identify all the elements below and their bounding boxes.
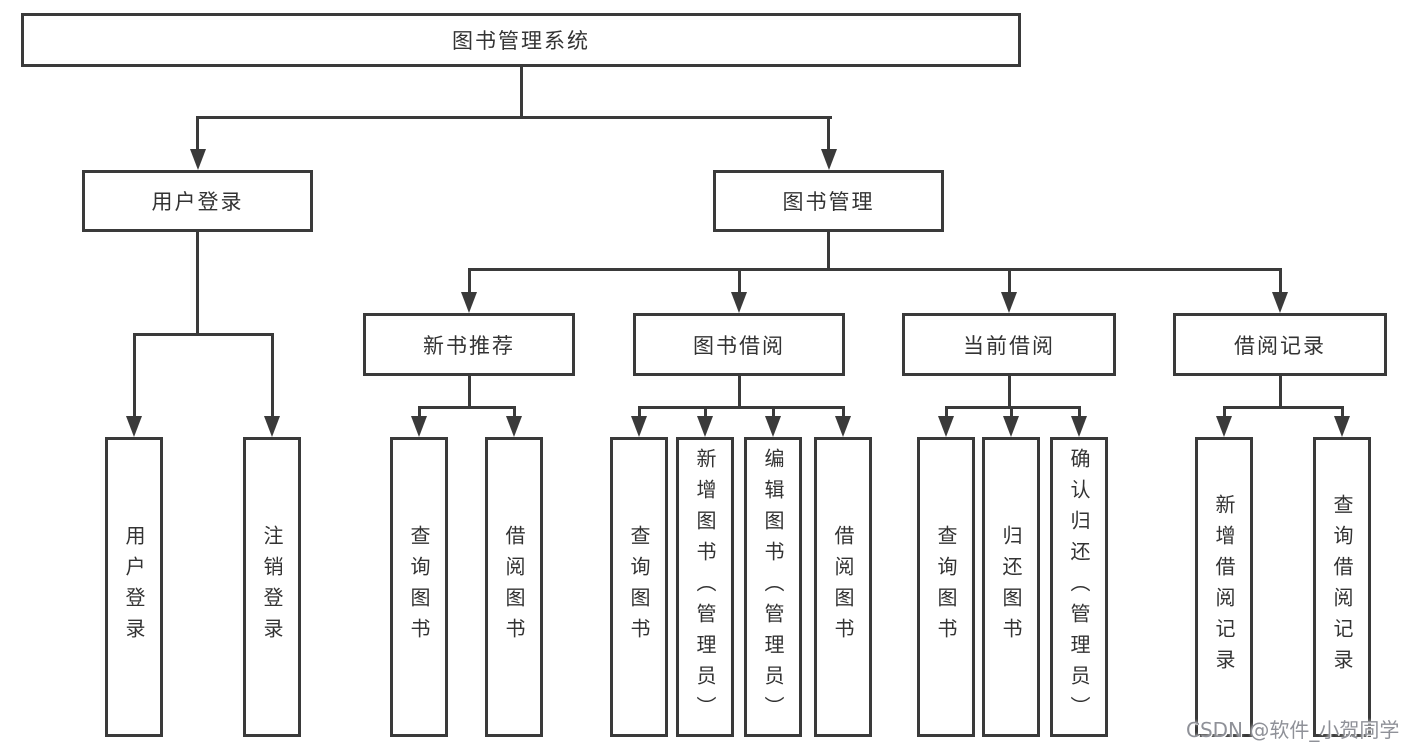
connector-bookmgmt-drop1 <box>467 268 471 296</box>
leaf-borrow-books-2-label: 借阅图书 <box>831 525 855 649</box>
connector-bookmgmt-drop3 <box>1007 268 1011 296</box>
connector-records-stem <box>1278 376 1282 409</box>
node-book-borrow-label: 图书借阅 <box>693 333 785 358</box>
leaf-logout: 注销登录 <box>243 437 301 737</box>
connector-recommend-drop2 <box>512 406 516 419</box>
node-root-label: 图书管理系统 <box>452 29 590 53</box>
connector-root-split <box>196 116 832 119</box>
leaf-add-books-admin: 新增图书（管理员） <box>676 437 734 737</box>
connector-bookmgmt-drop2 <box>737 268 741 296</box>
leaf-query-books-3-label: 查询图书 <box>934 525 958 649</box>
leaf-borrow-books-2: 借阅图书 <box>814 437 872 737</box>
leaf-query-borrow-record-label: 查询借阅记录 <box>1330 494 1354 680</box>
arrowhead-icon <box>126 416 142 437</box>
leaf-borrow-books-1-label: 借阅图书 <box>502 525 526 649</box>
connector-current-stem <box>1007 376 1011 409</box>
leaf-logout-label: 注销登录 <box>260 525 284 649</box>
connector-borrow-split <box>637 406 845 409</box>
leaf-query-books-2: 查询图书 <box>610 437 668 737</box>
leaf-confirm-return-admin: 确认归还（管理员） <box>1050 437 1108 737</box>
connector-recommend-stem <box>467 376 471 409</box>
connector-current-drop2 <box>1009 406 1013 419</box>
connector-current-drop1 <box>944 406 948 419</box>
connector-bookmgmt-drop4 <box>1278 268 1282 296</box>
node-root: 图书管理系统 <box>21 13 1021 67</box>
node-book-management: 图书管理 <box>713 170 944 232</box>
node-user-login-label: 用户登录 <box>151 190 244 214</box>
connector-borrow-drop1 <box>637 406 641 419</box>
connector-current-drop3 <box>1077 406 1081 419</box>
arrowhead-icon <box>820 149 837 170</box>
connector-records-drop1 <box>1222 406 1226 419</box>
watermark: CSDN @软件_小贺同学 <box>1186 718 1400 742</box>
connector-bookmgmt-split <box>467 268 1282 271</box>
arrowhead-icon <box>697 416 713 437</box>
arrowhead-icon <box>1071 416 1087 437</box>
leaf-query-books-3: 查询图书 <box>917 437 975 737</box>
connector-bookmgmt-stem <box>827 232 830 271</box>
arrowhead-icon <box>835 416 851 437</box>
connector-userlogin-stem <box>196 232 199 336</box>
arrowhead-icon <box>411 416 427 437</box>
leaf-add-borrow-record: 新增借阅记录 <box>1195 437 1253 737</box>
connector-root-left-drop <box>196 116 199 152</box>
arrowhead-icon <box>631 416 647 437</box>
connector-records-split <box>1222 406 1344 409</box>
arrowhead-icon <box>1334 416 1350 437</box>
node-borrow-records-label: 借阅记录 <box>1234 333 1326 358</box>
leaf-edit-books-admin-label: 编辑图书（管理员） <box>761 447 785 727</box>
connector-current-split <box>944 406 1081 409</box>
connector-borrow-drop3 <box>771 406 775 419</box>
node-new-book-recommend-label: 新书推荐 <box>423 333 515 358</box>
arrowhead-icon <box>506 416 522 437</box>
arrowhead-icon <box>189 149 206 170</box>
node-user-login: 用户登录 <box>82 170 313 232</box>
arrowhead-icon <box>1272 292 1288 313</box>
arrowhead-icon <box>765 416 781 437</box>
node-borrow-records: 借阅记录 <box>1173 313 1387 376</box>
leaf-user-login: 用户登录 <box>105 437 163 737</box>
arrowhead-icon <box>938 416 954 437</box>
arrowhead-icon <box>264 416 280 437</box>
leaf-edit-books-admin: 编辑图书（管理员） <box>744 437 802 737</box>
node-book-management-label: 图书管理 <box>782 190 875 214</box>
leaf-add-books-admin-label: 新增图书（管理员） <box>693 447 717 727</box>
arrowhead-icon <box>1001 292 1017 313</box>
leaf-query-borrow-record: 查询借阅记录 <box>1313 437 1371 737</box>
leaf-query-books-1: 查询图书 <box>390 437 448 737</box>
arrowhead-icon <box>731 292 747 313</box>
node-current-borrow: 当前借阅 <box>902 313 1116 376</box>
leaf-return-books-label: 归还图书 <box>999 525 1023 649</box>
connector-userlogin-drop2 <box>270 333 274 418</box>
node-new-book-recommend: 新书推荐 <box>363 313 575 376</box>
connector-borrow-drop2 <box>703 406 707 419</box>
arrowhead-icon <box>1216 416 1232 437</box>
leaf-query-books-2-label: 查询图书 <box>627 525 651 649</box>
leaf-confirm-return-admin-label: 确认归还（管理员） <box>1067 447 1091 727</box>
connector-root-right-drop <box>827 116 830 152</box>
leaf-return-books: 归还图书 <box>982 437 1040 737</box>
leaf-user-login-label: 用户登录 <box>122 525 146 649</box>
leaf-add-borrow-record-label: 新增借阅记录 <box>1212 494 1236 680</box>
leaf-borrow-books-1: 借阅图书 <box>485 437 543 737</box>
connector-recommend-drop1 <box>417 406 421 419</box>
node-book-borrow: 图书借阅 <box>633 313 845 376</box>
connector-borrow-drop4 <box>841 406 845 419</box>
connector-userlogin-split <box>132 333 274 336</box>
connector-userlogin-drop1 <box>132 333 136 418</box>
connector-root-stem <box>519 66 523 118</box>
connector-records-drop2 <box>1340 406 1344 419</box>
leaf-query-books-1-label: 查询图书 <box>407 525 431 649</box>
arrowhead-icon <box>1003 416 1019 437</box>
arrowhead-icon <box>461 292 477 313</box>
connector-recommend-split <box>417 406 516 409</box>
connector-borrow-stem <box>737 376 741 409</box>
node-current-borrow-label: 当前借阅 <box>963 333 1055 358</box>
